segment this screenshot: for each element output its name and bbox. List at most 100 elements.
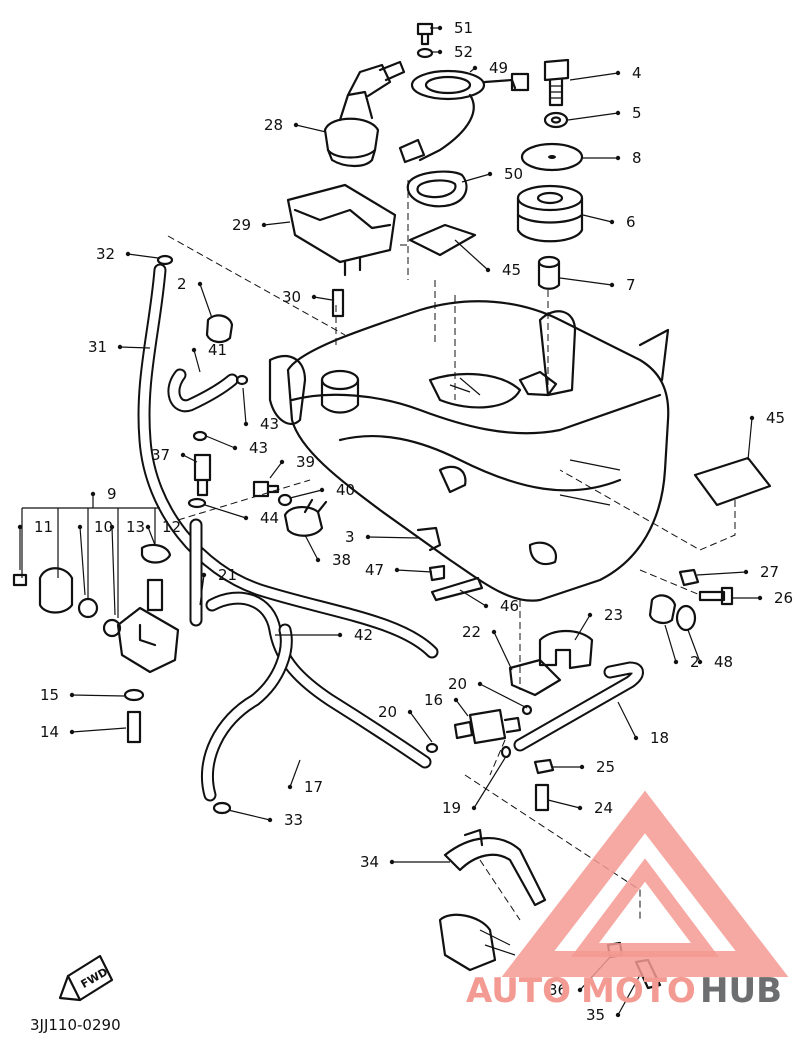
part-label-16: 16 — [424, 691, 443, 709]
leader-line-13 — [111, 526, 116, 616]
leader-line-2a — [199, 283, 213, 319]
leader-line-37 — [182, 454, 198, 463]
watermark-hub: HUB — [700, 971, 782, 1011]
leader-dot-16 — [453, 697, 459, 703]
part-label-24: 24 — [594, 799, 613, 817]
part-label-43a: 43 — [260, 415, 279, 433]
clip-44 — [187, 497, 207, 509]
fuel-tank — [268, 300, 670, 602]
leader-line-22 — [493, 631, 513, 671]
bolt-14 — [126, 710, 142, 744]
part-label-49: 49 — [489, 59, 508, 77]
leader-line-28 — [295, 124, 327, 133]
collar-8 — [520, 142, 584, 172]
bolt-26 — [698, 586, 734, 606]
part-label-31: 31 — [88, 338, 107, 356]
leader-dot-17 — [287, 784, 293, 790]
assembly-guide-lines — [167, 180, 736, 921]
part-label-18: 18 — [650, 729, 669, 747]
part-label-30: 30 — [282, 288, 301, 306]
leader-line-4 — [569, 72, 619, 81]
leader-line-46 — [459, 589, 487, 607]
leader-dot-28 — [293, 122, 299, 128]
leader-line-19 — [473, 757, 506, 809]
part-label-17: 17 — [304, 778, 323, 796]
part-label-20a: 20 — [448, 675, 467, 693]
leader-line-45a — [454, 239, 489, 271]
bolt-24 — [534, 783, 550, 812]
leader-dot-31 — [117, 344, 123, 350]
leader-line-31 — [119, 346, 151, 349]
hose-18 — [513, 661, 644, 752]
cap-2-right — [648, 594, 677, 624]
diagram-code: 3JJ110-0290 — [30, 1016, 121, 1034]
bracket-23 — [538, 629, 594, 670]
part-label-37: 37 — [151, 446, 170, 464]
watermark-auto: AUTO — [466, 971, 571, 1011]
leader-dot-24 — [577, 805, 583, 811]
leader-dot-7 — [609, 282, 615, 288]
leader-dot-45b — [749, 415, 755, 421]
leader-line-43a — [242, 387, 247, 425]
strap-46 — [430, 576, 484, 602]
leader-dot-3 — [365, 534, 371, 540]
tray-29 — [286, 183, 397, 277]
leader-line-15 — [71, 694, 125, 697]
leader-dot-42 — [337, 632, 343, 638]
cap-2-top — [205, 314, 234, 344]
washer-40 — [277, 493, 293, 507]
bolt-51 — [416, 22, 434, 46]
watermark-moto: MOTO — [581, 971, 696, 1011]
part-label-48: 48 — [714, 653, 733, 671]
part-label-22: 22 — [462, 623, 481, 641]
leader-dot-8 — [615, 155, 621, 161]
clip-47 — [428, 564, 446, 582]
leader-dot-9 — [90, 491, 96, 497]
leader-dot-10 — [77, 524, 83, 530]
leader-line-18 — [617, 701, 637, 739]
gasket-50 — [406, 170, 468, 208]
leader-line-17 — [289, 759, 301, 788]
part-label-5: 5 — [632, 104, 642, 122]
leader-dot-12 — [145, 524, 151, 530]
part-label-2b: 2 — [690, 653, 700, 671]
leader-dot-6 — [609, 219, 615, 225]
leader-dot-34 — [389, 859, 395, 865]
leader-line-5 — [567, 112, 619, 121]
part-label-41: 41 — [208, 341, 227, 359]
leader-line-6 — [582, 214, 613, 223]
leader-dot-48 — [697, 659, 703, 665]
leader-line-24 — [547, 799, 581, 809]
part-label-46: 46 — [500, 597, 519, 615]
part-label-15: 15 — [40, 686, 59, 704]
part-label-33: 33 — [284, 811, 303, 829]
part-label-29: 29 — [232, 216, 251, 234]
leader-line-30 — [313, 296, 333, 301]
leader-line-35 — [617, 974, 641, 1016]
part-label-39: 39 — [296, 453, 315, 471]
leader-line-45b — [747, 417, 753, 461]
leader-line-20b — [409, 711, 433, 743]
leader-dot-39 — [279, 459, 285, 465]
bracket-34 — [438, 828, 547, 972]
part-label-35: 35 — [586, 1006, 605, 1024]
part-label-43b: 43 — [249, 439, 268, 457]
part-label-34: 34 — [360, 853, 379, 871]
part-label-28: 28 — [264, 116, 283, 134]
leader-dot-35 — [615, 1012, 621, 1018]
leader-dot-15 — [69, 692, 75, 698]
leader-dot-52 — [437, 49, 443, 55]
part-label-45a: 45 — [502, 261, 521, 279]
watermark-triangle-icon — [501, 790, 789, 977]
leader-dot-43a — [243, 421, 249, 427]
clip-20 — [425, 704, 533, 754]
leader-line-29 — [263, 221, 291, 226]
part-label-45b: 45 — [766, 409, 785, 427]
leader-dot-47 — [394, 567, 400, 573]
part-label-8: 8 — [632, 149, 642, 167]
screw-39 — [252, 480, 280, 498]
washer-5 — [543, 111, 569, 129]
leader-dot-33 — [267, 817, 273, 823]
part-label-23: 23 — [604, 606, 623, 624]
leader-line-40 — [289, 489, 323, 499]
